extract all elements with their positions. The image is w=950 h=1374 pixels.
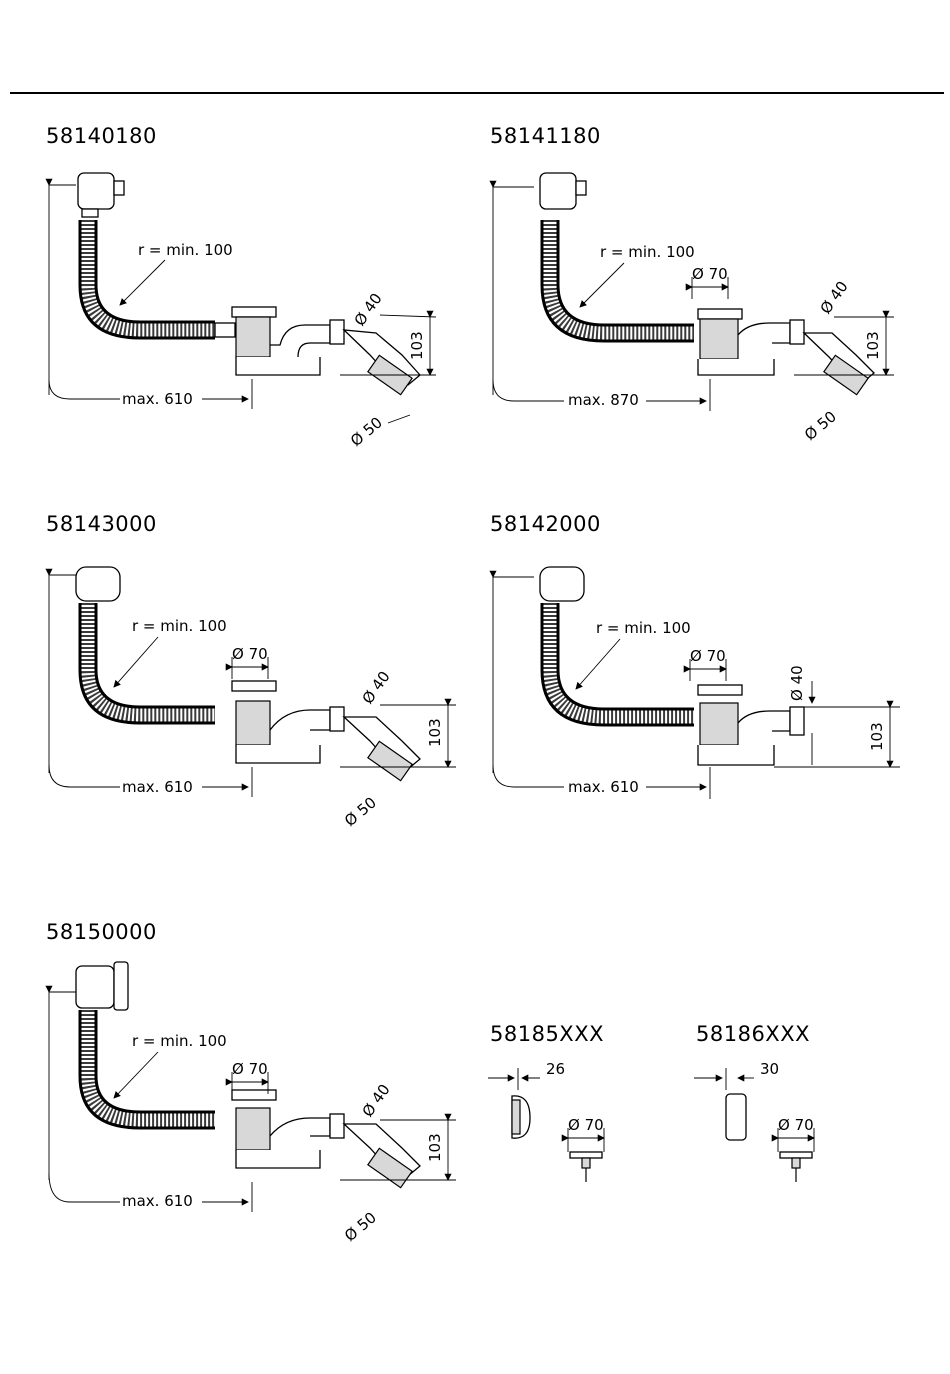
accessory-diagram-58186XXX: 30 Ø 70 xyxy=(690,1060,860,1200)
radius-label: r = min. 100 xyxy=(600,243,695,261)
height-label: 103 xyxy=(408,331,426,360)
overflow-head xyxy=(76,966,114,1008)
diameter-70-label: Ø 70 xyxy=(232,645,268,663)
waste-plug xyxy=(232,681,276,691)
drain-diagram-58143000: max. 610 r = min. 100 Ø 70 Ø 40 103 Ø 50 xyxy=(40,555,460,845)
overflow-head xyxy=(78,173,114,209)
max-length-label: max. 870 xyxy=(568,391,639,409)
diameter-40-label: Ø 40 xyxy=(359,668,394,708)
waste-plug xyxy=(698,685,742,695)
diameter-40-label: Ø 40 xyxy=(817,278,852,318)
diameter-50-label: Ø 50 xyxy=(341,1208,380,1245)
drain-diagram-58140180: max. 610 r = min. 100 Ø 40 103 Ø 50 xyxy=(40,165,460,455)
max-length-label: max. 610 xyxy=(122,1192,193,1210)
accessory-diagram-58185XXX: 26 Ø 70 xyxy=(484,1060,654,1200)
height-label: 103 xyxy=(426,718,444,747)
drain-diagram-58141180: max. 870 r = min. 100 Ø 70 Ø 40 103 Ø 50 xyxy=(484,165,904,455)
diameter-50-label: Ø 50 xyxy=(801,407,840,444)
diameter-70-label: Ø 70 xyxy=(692,265,728,283)
width-label: 30 xyxy=(760,1060,779,1078)
drain-diagram-58142000: max. 610 r = min. 100 Ø 70 Ø 40 103 xyxy=(484,555,904,845)
radius-label: r = min. 100 xyxy=(138,241,233,259)
product-code: 58141180 xyxy=(490,124,601,148)
product-code: 58140180 xyxy=(46,124,157,148)
max-length-label: max. 610 xyxy=(122,390,193,408)
diameter-40-label: Ø 40 xyxy=(788,665,806,701)
height-label: 103 xyxy=(426,1133,444,1162)
diameter-70-label: Ø 70 xyxy=(568,1116,604,1134)
overflow-head xyxy=(540,567,584,601)
diameter-40-label: Ø 40 xyxy=(351,290,386,330)
overflow-cover xyxy=(726,1094,746,1140)
radius-label: r = min. 100 xyxy=(132,617,227,635)
overflow-head xyxy=(76,567,120,601)
product-code: 58142000 xyxy=(490,512,601,536)
product-code: 58143000 xyxy=(46,512,157,536)
diameter-70-label: Ø 70 xyxy=(778,1116,814,1134)
diameter-50-label: Ø 50 xyxy=(347,413,386,450)
waste-plug xyxy=(232,307,276,317)
radius-label: r = min. 100 xyxy=(132,1032,227,1050)
max-length-label: max. 610 xyxy=(568,778,639,796)
plug-cover xyxy=(570,1152,602,1158)
plug-cover xyxy=(780,1152,812,1158)
height-label: 103 xyxy=(868,722,886,751)
accessory-code: 58186XXX xyxy=(696,1022,810,1046)
diameter-70-label: Ø 70 xyxy=(232,1060,268,1078)
width-label: 26 xyxy=(546,1060,565,1078)
accessory-code: 58185XXX xyxy=(490,1022,604,1046)
header-rule xyxy=(10,92,944,94)
radius-label: r = min. 100 xyxy=(596,619,691,637)
diameter-50-label: Ø 50 xyxy=(341,793,380,830)
waste-plug xyxy=(698,309,742,319)
product-code: 58150000 xyxy=(46,920,157,944)
waste-plug xyxy=(232,1090,276,1100)
diameter-40-label: Ø 40 xyxy=(359,1081,394,1121)
max-length-label: max. 610 xyxy=(122,778,193,796)
diameter-70-label: Ø 70 xyxy=(690,647,726,665)
overflow-head xyxy=(540,173,576,209)
height-label: 103 xyxy=(864,331,882,360)
drain-diagram-58150000: max. 610 r = min. 100 Ø 70 Ø 40 103 Ø 50 xyxy=(40,958,460,1248)
